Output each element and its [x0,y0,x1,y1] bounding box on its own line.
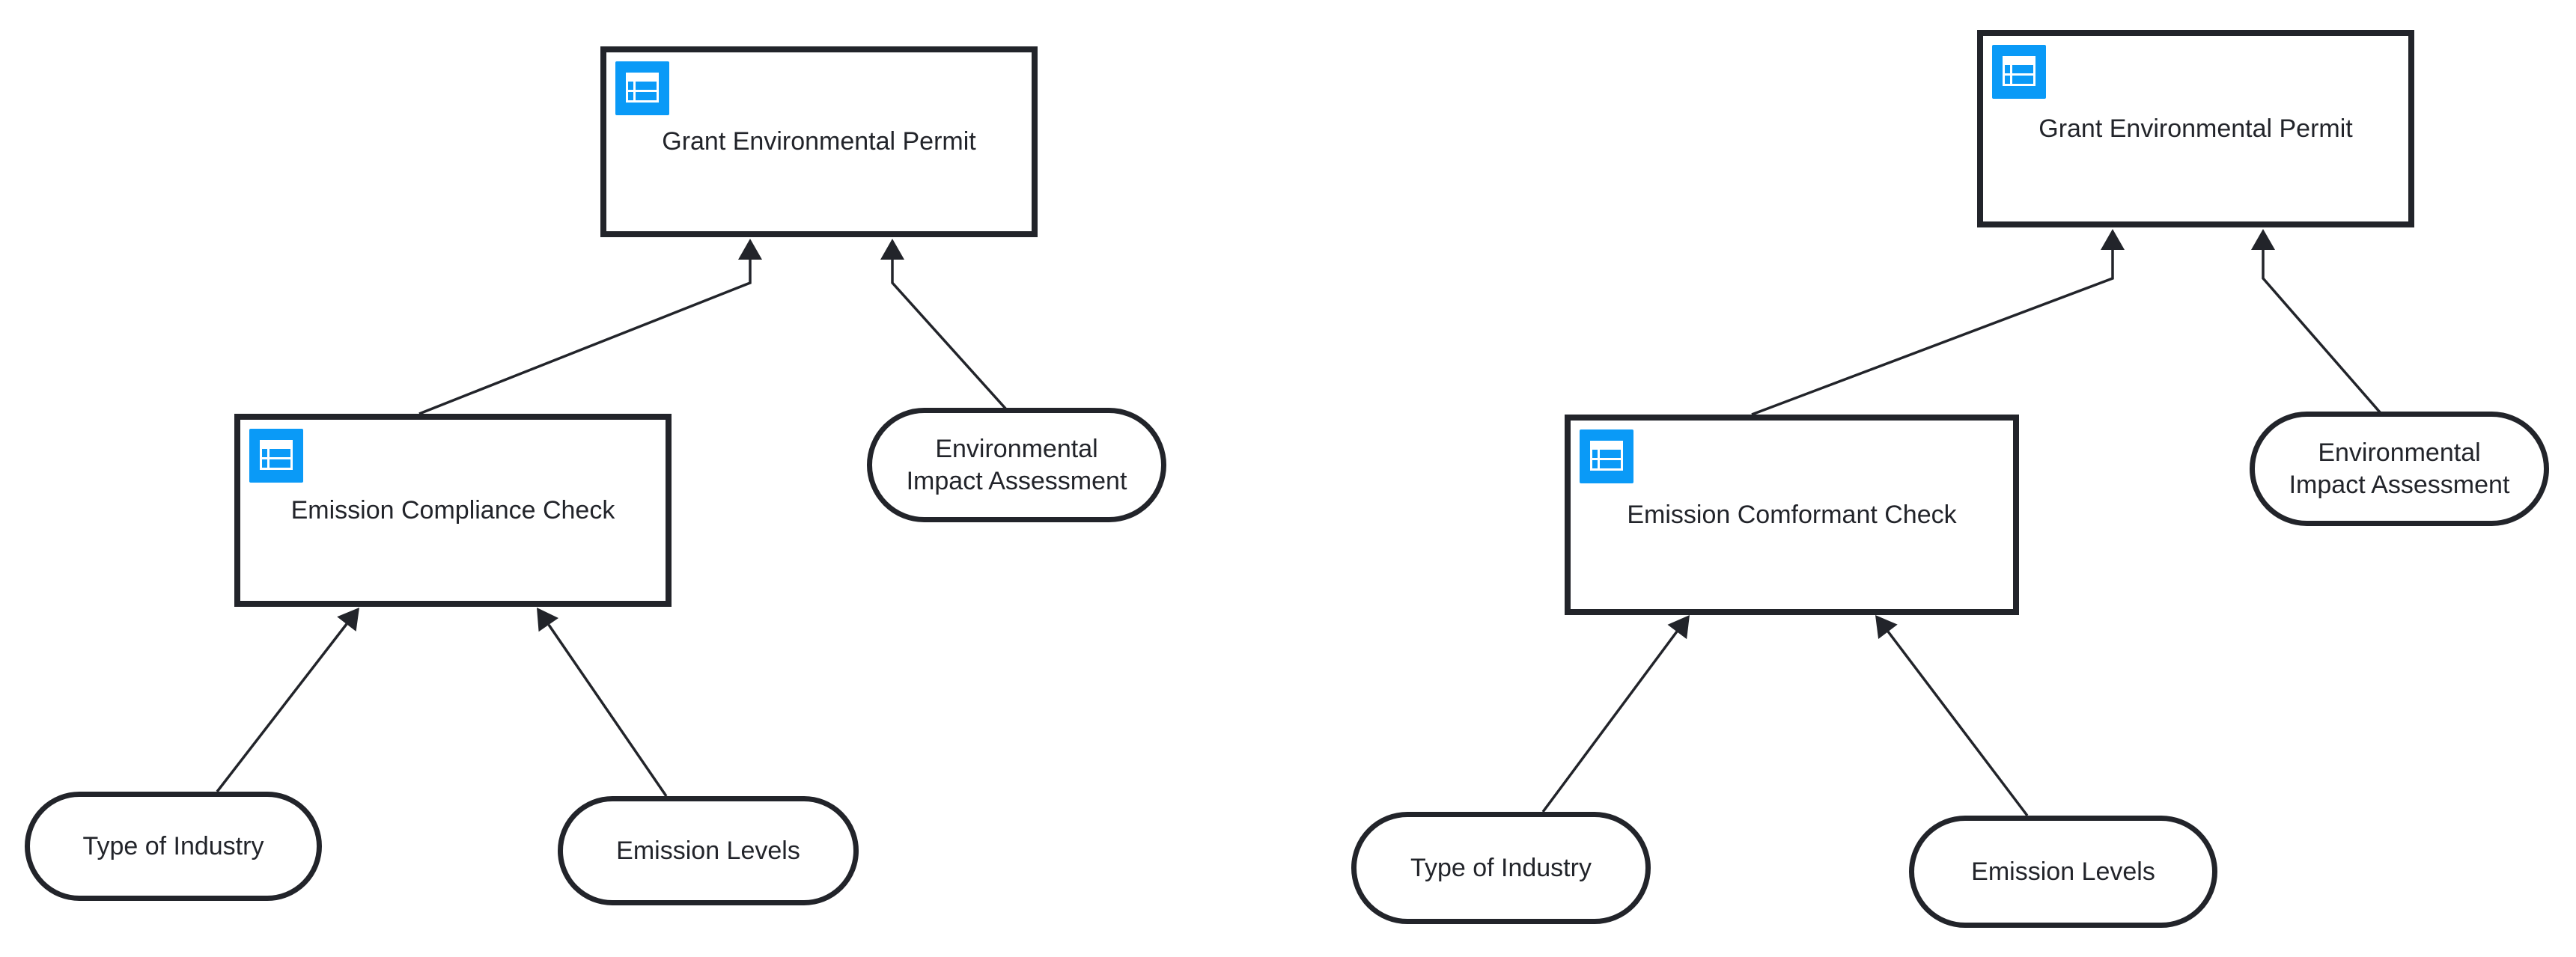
arrow-type-of-industry-to-compliance-check[interactable] [216,608,359,793]
decision-label: Grant Environmental Permit [662,127,976,156]
decision-grant-environmental-permit-left[interactable]: Grant Environmental Permit [600,46,1038,237]
decision-table-icon[interactable] [1992,45,2046,99]
input-data-type-of-industry-right[interactable]: Type of Industry [1351,812,1651,924]
arrow-emission-levels-to-compliance-check[interactable] [537,608,668,797]
input-data-label: Emission Levels [616,836,800,865]
input-data-label: Environmental Impact Assessment [2289,438,2510,499]
input-data-type-of-industry-left[interactable]: Type of Industry [25,792,322,901]
decision-label: Emission Compliance Check [290,495,615,525]
input-data-environmental-impact-assessment-left[interactable]: Environmental Impact Assessment [867,408,1166,522]
arrow-comformant-check-to-grant-permit[interactable] [1751,229,2125,416]
decision-label: Grant Environmental Permit [2038,114,2353,143]
decision-grant-environmental-permit-right[interactable]: Grant Environmental Permit [1977,30,2414,227]
decision-label: Emission Comformant Check [1627,500,1957,529]
arrow-impact-assessment-to-grant-permit[interactable] [880,239,1008,412]
input-data-label: Emission Levels [1971,857,2155,886]
arrow-type-of-industry-to-comformant-check[interactable] [1541,615,1690,813]
decision-table-icon[interactable] [615,61,669,115]
arrow-impact-assessment-to-grant-permit-right[interactable] [2251,229,2382,415]
arrow-compliance-check-to-grant-permit[interactable] [418,239,762,415]
decision-emission-comformant-check[interactable]: Emission Comformant Check [1565,415,2019,615]
input-data-emission-levels-right[interactable]: Emission Levels [1909,816,2217,928]
input-data-label: Environmental Impact Assessment [906,434,1127,495]
decision-table-icon[interactable] [1580,429,1633,483]
input-data-environmental-impact-assessment-right[interactable]: Environmental Impact Assessment [2250,412,2549,526]
input-data-label: Type of Industry [82,831,264,860]
decision-table-icon[interactable] [249,429,303,483]
arrow-emission-levels-to-comformant-check[interactable] [1875,615,2029,817]
input-data-label: Type of Industry [1410,853,1592,882]
input-data-emission-levels-left[interactable]: Emission Levels [558,796,859,905]
decision-emission-compliance-check[interactable]: Emission Compliance Check [234,414,672,607]
